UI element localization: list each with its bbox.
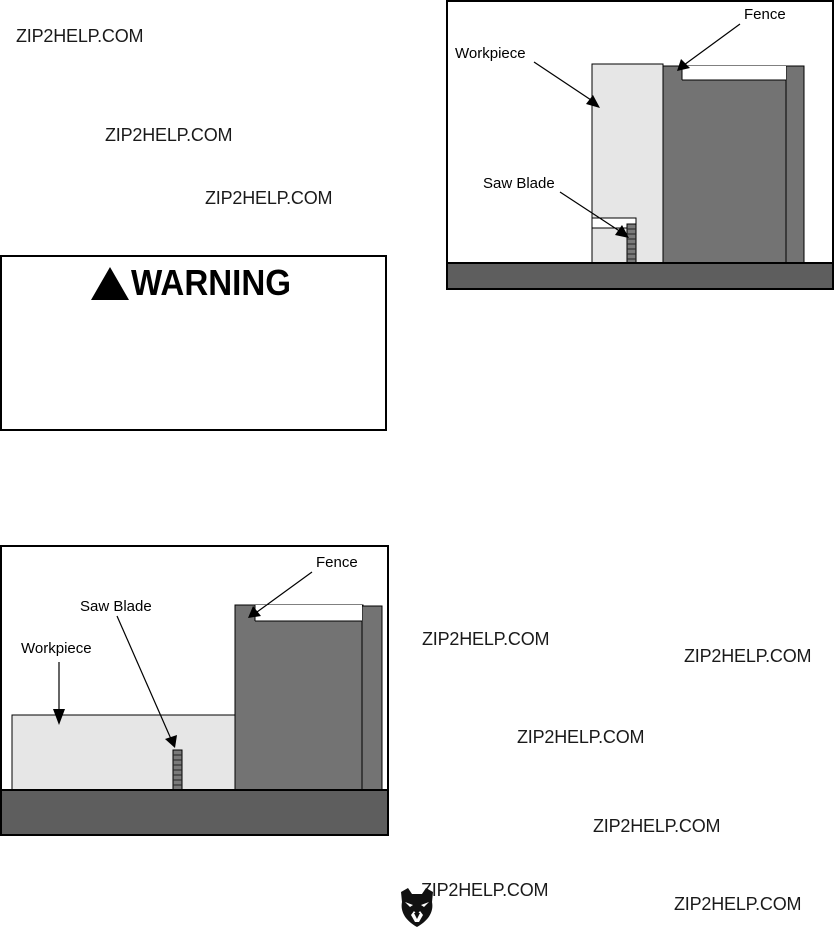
- arrow-head: [248, 606, 261, 618]
- warning-heading: WARNING: [90, 265, 305, 301]
- watermark-text: ZIP2HELP.COM: [421, 880, 549, 900]
- arrow-head: [677, 59, 690, 71]
- arrow-head: [615, 225, 629, 238]
- watermark-text: ZIP2HELP.COM: [593, 816, 721, 836]
- saw-table: [0, 789, 389, 836]
- label-fence: Fence: [316, 554, 358, 571]
- label-fence: Fence: [744, 6, 786, 23]
- figure-top-diagram: Fence Workpiece Saw Blade: [446, 0, 834, 290]
- watermark-text: ZIP2HELP.COM: [684, 646, 812, 666]
- fence-body: [662, 65, 789, 265]
- watermark-text: ZIP2HELP.COM: [517, 727, 645, 747]
- fence-back-post: [361, 605, 383, 792]
- watermark-text: ZIP2HELP.COM: [205, 188, 333, 208]
- warning-box: WARNING: [0, 255, 387, 431]
- warning-triangle-icon: [91, 267, 129, 300]
- arrow-head: [53, 709, 65, 725]
- arrow-head: [165, 735, 177, 748]
- figure-bottom-diagram: Fence Saw Blade Workpiece: [0, 545, 389, 836]
- fence-notch: [682, 66, 786, 80]
- workpiece: [11, 714, 236, 792]
- fence-notch: [255, 605, 362, 621]
- saw-table: [446, 262, 834, 290]
- label-saw-blade: Saw Blade: [80, 598, 152, 615]
- watermark-text: ZIP2HELP.COM: [16, 26, 144, 46]
- label-saw-blade: Saw Blade: [483, 175, 555, 192]
- label-workpiece: Workpiece: [21, 640, 92, 657]
- arrow-head: [586, 95, 600, 108]
- watermark-text: ZIP2HELP.COM: [422, 629, 550, 649]
- watermark-text: ZIP2HELP.COM: [674, 894, 802, 914]
- fence-back-post: [785, 65, 805, 265]
- warning-title: WARNING: [131, 262, 292, 303]
- fence-body: [234, 604, 364, 792]
- watermark-text: ZIP2HELP.COM: [105, 125, 233, 145]
- bear-head-logo-icon: [401, 888, 433, 927]
- label-workpiece: Workpiece: [455, 45, 526, 62]
